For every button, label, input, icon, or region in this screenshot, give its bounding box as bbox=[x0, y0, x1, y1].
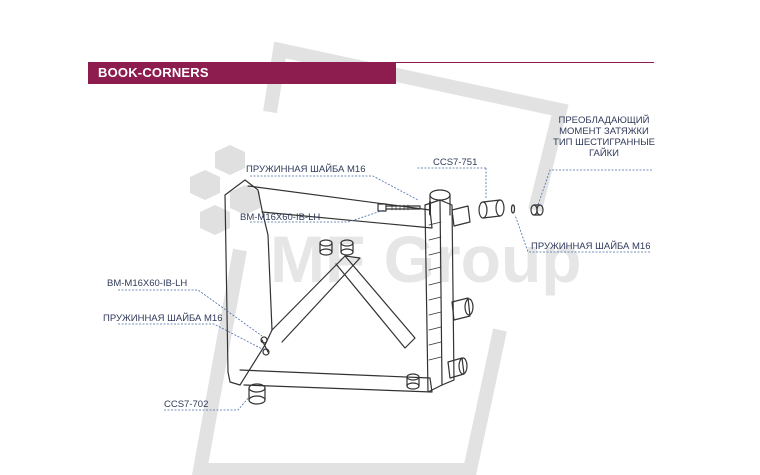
top-spigot bbox=[429, 189, 451, 201]
top-connector bbox=[451, 205, 471, 227]
watermark-frame-bottom bbox=[191, 248, 507, 475]
label-ccs7-702: CCS7-702 bbox=[164, 399, 209, 410]
frame-brace-2 bbox=[335, 255, 416, 349]
label-bolt-left: BM-M16X60-IB-LH bbox=[107, 278, 188, 289]
frame-right-panel bbox=[424, 199, 443, 393]
frame-top-tube bbox=[247, 185, 433, 229]
hex-nut bbox=[530, 204, 544, 216]
label-ccs7-751: CCS7-751 bbox=[433, 157, 478, 168]
label-washer-right: ПРУЖИННАЯ ШАЙБА M16 bbox=[531, 241, 651, 252]
bottom-spigot-1 bbox=[406, 373, 420, 390]
inner-spigot-2 bbox=[340, 239, 354, 256]
header-rule bbox=[396, 62, 654, 63]
label-washer-left: ПРУЖИННАЯ ШАЙБА M16 bbox=[103, 313, 223, 324]
header-bar bbox=[88, 62, 396, 84]
ccs7-751-part bbox=[478, 199, 505, 219]
page-title: BOOK-CORNERS bbox=[98, 65, 209, 80]
inner-spigot-1 bbox=[319, 239, 333, 256]
label-washer-top: ПРУЖИННАЯ ШАЙБА M16 bbox=[246, 164, 366, 175]
watermark-logo-icon bbox=[190, 145, 260, 235]
left-bolt-assembly bbox=[260, 336, 270, 356]
right-spigot-lower bbox=[447, 357, 468, 379]
frame-brace bbox=[271, 255, 361, 343]
leader-lines bbox=[118, 167, 652, 411]
right-spigot-upper bbox=[451, 297, 474, 321]
frame-bottom-tube bbox=[239, 369, 433, 393]
label-bolt-top: BM-M16X60-IB-LH bbox=[240, 212, 321, 223]
right-washer bbox=[510, 204, 516, 214]
bottom-spigot-ccs7-702 bbox=[248, 383, 266, 405]
label-torque-nut: ПРЕОБЛАДАЮЩИЙ МОМЕНТ ЗАТЯЖКИ ТИП ШЕСТИГР… bbox=[553, 115, 655, 159]
